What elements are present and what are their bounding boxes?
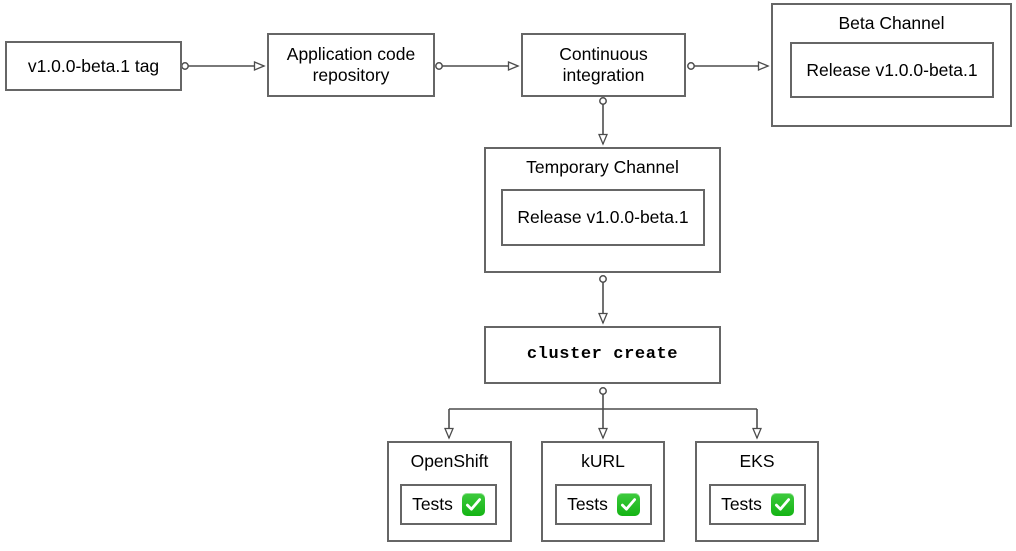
node-temporary-channel[interactable]: Temporary Channel Release v1.0.0-beta.1: [484, 147, 721, 273]
node-cluster-create[interactable]: cluster create: [484, 326, 721, 384]
node-openshift[interactable]: OpenShift Tests: [387, 441, 512, 542]
node-beta-channel-release[interactable]: Release v1.0.0-beta.1: [790, 42, 994, 98]
node-temporary-channel-title: Temporary Channel: [526, 157, 679, 177]
node-cluster-create-label: cluster create: [526, 344, 679, 364]
node-continuous-integration-label: Continuous integration: [559, 44, 648, 85]
node-eks[interactable]: EKS Tests: [695, 441, 819, 542]
node-kurl-title: kURL: [581, 451, 625, 471]
edge-source-dot: [435, 62, 443, 70]
green-check-icon: [616, 493, 640, 516]
node-openshift-tests[interactable]: Tests: [400, 484, 497, 525]
node-kurl[interactable]: kURL Tests: [541, 441, 665, 542]
node-application-code-repository-label: Application code repository: [286, 44, 416, 85]
node-eks-tests[interactable]: Tests: [709, 484, 806, 525]
node-application-code-repository[interactable]: Application code repository: [267, 33, 435, 97]
node-openshift-tests-label: Tests: [412, 494, 453, 514]
node-eks-title: EKS: [739, 451, 775, 471]
edge-source-dot: [599, 275, 607, 283]
node-continuous-integration[interactable]: Continuous integration: [521, 33, 686, 97]
node-kurl-tests-label: Tests: [567, 494, 608, 514]
node-kurl-tests[interactable]: Tests: [555, 484, 652, 525]
node-tag[interactable]: v1.0.0-beta.1 tag: [5, 41, 182, 91]
node-beta-channel-title: Beta Channel: [838, 13, 945, 33]
node-beta-channel[interactable]: Beta Channel Release v1.0.0-beta.1: [771, 3, 1012, 127]
node-tag-label: v1.0.0-beta.1 tag: [27, 55, 160, 76]
node-openshift-title: OpenShift: [410, 451, 489, 471]
edge-source-dot: [181, 62, 189, 70]
green-check-icon: [770, 493, 794, 516]
node-temporary-channel-release[interactable]: Release v1.0.0-beta.1: [501, 189, 705, 246]
edge-source-dot: [599, 97, 607, 105]
node-temporary-channel-release-label: Release v1.0.0-beta.1: [517, 207, 689, 227]
edge-source-dot: [687, 62, 695, 70]
green-check-icon: [461, 493, 485, 516]
node-eks-tests-label: Tests: [721, 494, 762, 514]
edge-source-dot: [599, 387, 607, 395]
node-beta-channel-release-label: Release v1.0.0-beta.1: [806, 59, 978, 80]
